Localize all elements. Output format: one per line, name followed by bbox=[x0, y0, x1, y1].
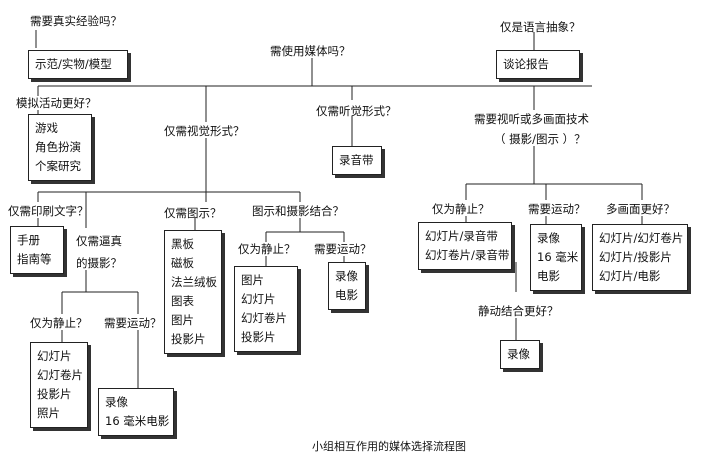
box-item: 投影片 bbox=[171, 332, 206, 346]
box-item: 手册 bbox=[17, 233, 40, 247]
box-item: 照片 bbox=[37, 406, 60, 420]
box-item: 法兰绒板 bbox=[171, 275, 217, 289]
box-item: 录像 bbox=[507, 347, 530, 361]
box-item: 电影 bbox=[335, 288, 358, 302]
box-item: 游戏 bbox=[35, 121, 58, 135]
box-item: 录像 bbox=[335, 269, 358, 283]
question-language-only: 仅是语言抽象？ bbox=[500, 20, 581, 34]
box-item: 幻灯卷片 bbox=[241, 311, 287, 325]
question-audiovisual: 需要视听或多画面技术 bbox=[474, 112, 589, 126]
box-item: 录音带 bbox=[339, 153, 374, 167]
question-graphic-photo: 图示和摄影结合？ bbox=[252, 204, 344, 218]
media-box-pictures: 图片 幻灯片 幻灯卷片 投影片 bbox=[234, 266, 298, 352]
question-motion-3: 需要运动？ bbox=[528, 202, 586, 216]
box-item: 录像 bbox=[537, 231, 560, 245]
box-item: 谈论报告 bbox=[503, 57, 549, 71]
box-item: 幻灯片/录音带 bbox=[425, 229, 498, 243]
media-box-video-film: 录像 电影 bbox=[328, 262, 366, 310]
question-audio-only: 仅需听觉形式？ bbox=[316, 104, 397, 118]
question-visual-only: 仅需视觉形式？ bbox=[164, 124, 245, 138]
box-item: 幻灯片/投影片 bbox=[599, 250, 672, 264]
box-item: 幻灯卷片 bbox=[37, 368, 83, 382]
question-real-experience: 需要真实经验吗？ bbox=[30, 14, 122, 28]
box-item: 投影片 bbox=[241, 330, 276, 344]
box-item: 黑板 bbox=[171, 237, 194, 251]
question-motion-2: 需要运动？ bbox=[314, 242, 372, 256]
question-graphic-only: 仅需图示？ bbox=[164, 206, 222, 220]
box-item: 幻灯卷片/录音带 bbox=[425, 248, 510, 262]
question-simulation: 模拟活动更好？ bbox=[16, 96, 97, 110]
question-still-2: 仅为静止？ bbox=[238, 242, 296, 256]
box-item: 磁板 bbox=[171, 256, 194, 270]
media-box-slides-photos: 幻灯片 幻灯卷片 投影片 照片 bbox=[30, 342, 88, 428]
box-item: 16 毫米 bbox=[537, 250, 579, 264]
media-box-games: 游戏 角色扮演 个案研究 bbox=[28, 114, 92, 181]
question-still-3: 仅为静止？ bbox=[432, 202, 490, 216]
media-box-video-16mm-film: 录像 16 毫米电影 bbox=[98, 388, 174, 436]
media-box-video-16mm: 录像 16 毫米 电影 bbox=[530, 224, 582, 291]
media-box-slides-tape: 幻灯片/录音带 幻灯卷片/录音带 bbox=[418, 222, 512, 270]
box-item: 个案研究 bbox=[35, 159, 81, 173]
media-box-multi-screen: 幻灯片/幻灯卷片 幻灯片/投影片 幻灯片/电影 bbox=[592, 224, 688, 291]
media-box-talk-report: 谈论报告 bbox=[496, 50, 580, 79]
box-item: 录像 bbox=[105, 395, 128, 409]
question-motion-1: 需要运动？ bbox=[104, 316, 162, 330]
box-item: 指南等 bbox=[17, 252, 52, 266]
box-item: 示范/实物/模型 bbox=[35, 57, 112, 71]
question-still-1: 仅为静止？ bbox=[30, 316, 88, 330]
box-item: 幻灯片/幻灯卷片 bbox=[599, 231, 684, 245]
box-item: 幻灯片 bbox=[241, 292, 276, 306]
box-item: 图片 bbox=[171, 313, 194, 327]
media-box-demo: 示范/实物/模型 bbox=[28, 50, 128, 79]
question-realistic-photo-2: 的摄影？ bbox=[76, 256, 122, 270]
media-box-boards: 黑板 磁板 法兰绒板 图表 图片 投影片 bbox=[164, 230, 222, 354]
question-still-motion: 静动结合更好？ bbox=[478, 304, 559, 318]
box-item: 角色扮演 bbox=[35, 140, 81, 154]
figure-caption: 小组相互作用的媒体选择流程图 bbox=[312, 440, 466, 453]
question-multi-screen: 多画面更好？ bbox=[606, 202, 675, 216]
box-item: 投影片 bbox=[37, 387, 72, 401]
box-item: 幻灯片/电影 bbox=[599, 269, 661, 283]
box-item: 图表 bbox=[171, 294, 194, 308]
media-box-video: 录像 bbox=[500, 340, 540, 369]
box-item: 幻灯片 bbox=[37, 349, 72, 363]
question-print-only: 仅需印刷文字？ bbox=[8, 204, 89, 218]
question-use-media: 需使用媒体吗？ bbox=[270, 44, 351, 58]
media-box-audio-tape: 录音带 bbox=[332, 146, 382, 175]
question-realistic-photo-1: 仅需逼真 bbox=[76, 234, 122, 248]
question-audiovisual-sub: （ 摄影/图示 ）？ bbox=[494, 132, 586, 146]
box-item: 图片 bbox=[241, 273, 264, 287]
media-box-manual: 手册 指南等 bbox=[10, 226, 64, 274]
box-item: 电影 bbox=[537, 269, 560, 283]
box-item: 16 毫米电影 bbox=[105, 414, 170, 428]
